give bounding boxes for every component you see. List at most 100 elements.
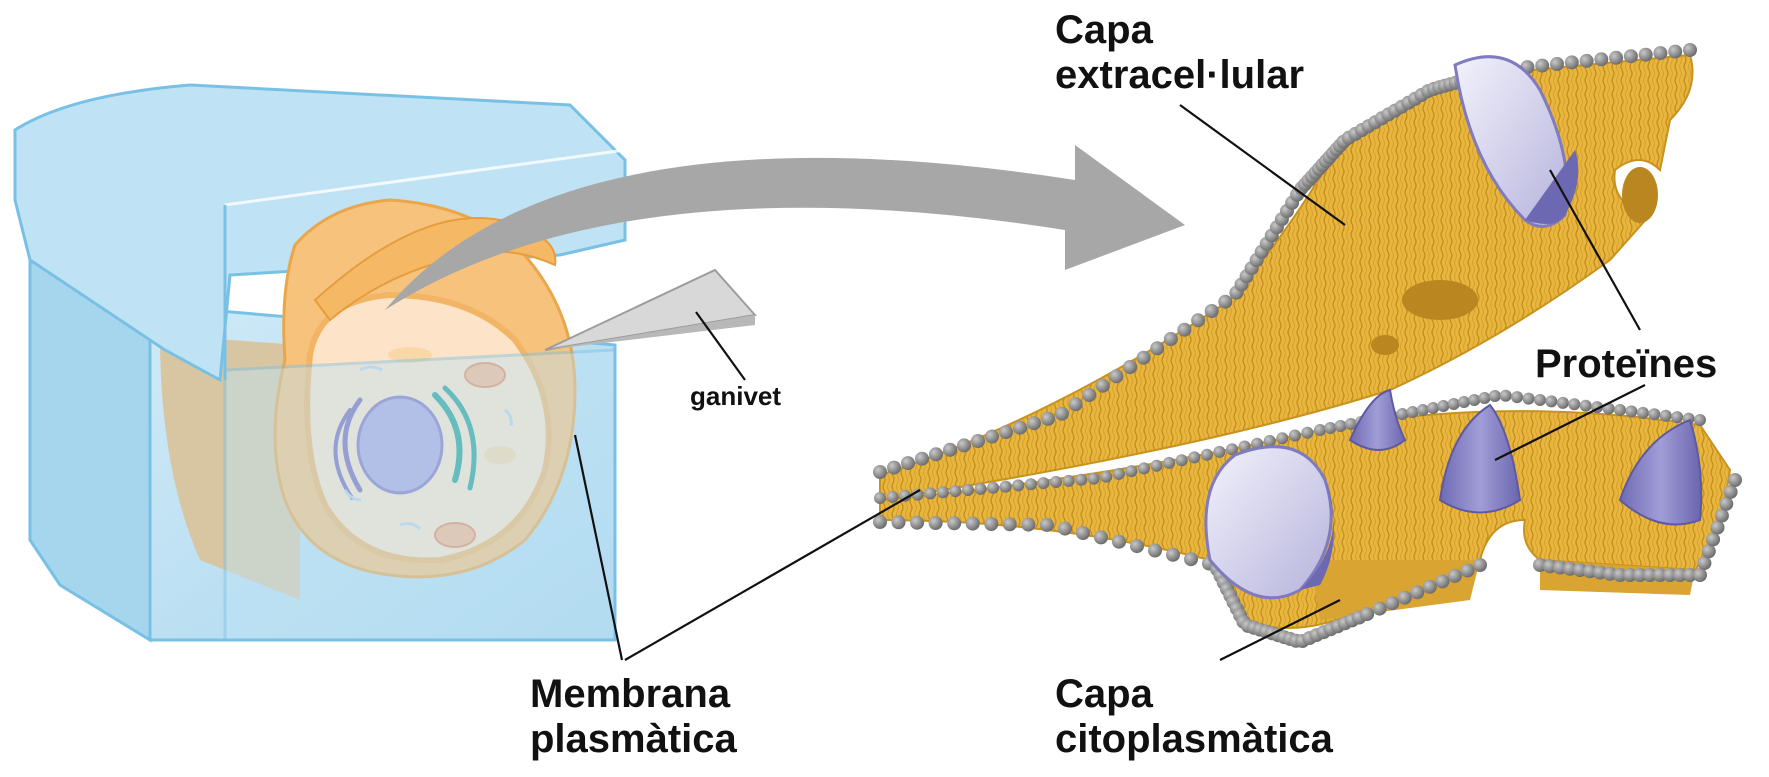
phospholipid-head: [1137, 351, 1151, 365]
phospholipid-head: [1468, 394, 1480, 406]
phospholipid-head: [1557, 397, 1569, 409]
phospholipid-head: [1040, 518, 1054, 532]
phospholipid-head: [1479, 392, 1491, 404]
phospholipid-head: [1461, 564, 1475, 578]
label-knife: ganivet: [690, 382, 781, 411]
phospholipid-head: [1360, 607, 1374, 621]
phospholipid-head: [971, 434, 985, 448]
phospholipid-head: [962, 484, 974, 496]
label-cytoplasmic-layer-line1: Capa: [1055, 672, 1333, 717]
phospholipid-head: [1580, 54, 1594, 68]
phospholipid-head: [1706, 532, 1720, 546]
phospholipid-head: [1176, 454, 1188, 466]
phospholipid-head: [901, 456, 915, 470]
phospholipid-head: [1289, 430, 1301, 442]
phospholipid-head: [1396, 408, 1408, 420]
phospholipid-head: [1324, 422, 1336, 434]
phospholipid-head: [1335, 420, 1347, 432]
phospholipid-head: [1184, 552, 1198, 566]
phospholipid-head: [1123, 360, 1137, 374]
phospholipid-head: [929, 447, 943, 461]
phospholipid-head: [1550, 57, 1564, 71]
phospholipid-head: [1668, 45, 1682, 59]
phospholipid-head: [1125, 465, 1137, 477]
phospholipid-head: [1166, 548, 1180, 562]
phospholipid-head: [1088, 473, 1100, 485]
phospholipid-head: [1671, 411, 1683, 423]
label-extracellular-layer: Capa extracel·lular: [1055, 8, 1304, 98]
phospholipid-head: [1058, 522, 1072, 536]
phospholipid-head: [1112, 535, 1126, 549]
phospholipid-head: [874, 492, 886, 504]
phospholipid-head: [1693, 568, 1707, 582]
phospholipid-head: [1653, 46, 1667, 60]
phospholipid-head: [1427, 402, 1439, 414]
label-cytoplasmic-layer-line2: citoplasmàtica: [1055, 717, 1333, 762]
phospholipid-head: [1511, 391, 1523, 403]
phospholipid-head: [1694, 414, 1706, 426]
phospholipid-head: [1276, 432, 1288, 444]
phospholipid-head: [1021, 518, 1035, 532]
phospholipid-head: [924, 487, 936, 499]
phospholipid-head: [1458, 396, 1470, 408]
phospholipid-head: [1534, 394, 1546, 406]
phospholipid-head: [1113, 468, 1125, 480]
phospholipid-head: [887, 491, 899, 503]
phospholipid-head: [1082, 388, 1096, 402]
phospholipid-head: [892, 515, 906, 529]
phospholipid-head: [984, 517, 998, 531]
phospholipid-head: [1535, 59, 1549, 73]
phospholipid-head: [1076, 526, 1090, 540]
phospholipid-head: [1138, 462, 1150, 474]
phospholipid-head: [1407, 406, 1419, 418]
phospholipid-head: [1191, 313, 1205, 327]
phospholipid-head: [1055, 407, 1069, 421]
phospholipid-head: [1213, 446, 1225, 458]
phospholipid-head: [1151, 460, 1163, 472]
phospholipid-head: [1041, 412, 1055, 426]
phospholipid-head: [915, 452, 929, 466]
phospholipid-head: [1109, 369, 1123, 383]
phospholipid-head: [1614, 404, 1626, 416]
phospholipid-head: [1724, 485, 1738, 499]
phospholipid-head: [1003, 517, 1017, 531]
phospholipid-head: [1683, 43, 1697, 57]
phospholipid-head: [1130, 539, 1144, 553]
phospholipid-head: [1164, 332, 1178, 346]
phospholipid-head: [966, 517, 980, 531]
phospholipid-head: [1096, 379, 1110, 393]
phospholipid-head: [1410, 585, 1424, 599]
phospholipid-head: [1545, 395, 1557, 407]
phospholipid-head: [1437, 400, 1449, 412]
phospholipid-head: [1594, 52, 1608, 66]
phospholipid-head: [1660, 410, 1672, 422]
phospholipid-head: [1027, 416, 1041, 430]
phospholipid-head: [1648, 408, 1660, 420]
label-plasma-membrane-line2: plasmàtica: [530, 717, 737, 762]
label-extracellular-layer-line2: extracel·lular: [1055, 53, 1304, 98]
phospholipid-head: [1050, 476, 1062, 488]
phospholipid-head: [1012, 479, 1024, 491]
phospholipid-head: [1188, 451, 1200, 463]
phospholipid-head: [1163, 457, 1175, 469]
phospholipid-head: [1037, 477, 1049, 489]
phospholipid-head: [1719, 497, 1733, 511]
phospholipid-head: [949, 485, 961, 497]
phospholipid-head: [910, 516, 924, 530]
label-plasma-membrane-line1: Membrana: [530, 672, 737, 717]
phospholipid-head: [987, 482, 999, 494]
label-proteins-text: Proteïnes: [1535, 342, 1717, 387]
phospholipid-head: [1639, 48, 1653, 62]
phospholipid-head: [947, 516, 961, 530]
phospholipid-head: [1205, 304, 1219, 318]
label-extracellular-layer-line1: Capa: [1055, 8, 1304, 53]
phospholipid-head: [1100, 471, 1112, 483]
phospholipid-head: [1448, 398, 1460, 410]
phospholipid-head: [1580, 400, 1592, 412]
phospholipid-head: [957, 438, 971, 452]
label-plasma-membrane: Membrana plasmàtica: [530, 672, 737, 762]
phospholipid-head: [985, 430, 999, 444]
phospholipid-head: [943, 443, 957, 457]
phospholipid-head: [1565, 55, 1579, 69]
